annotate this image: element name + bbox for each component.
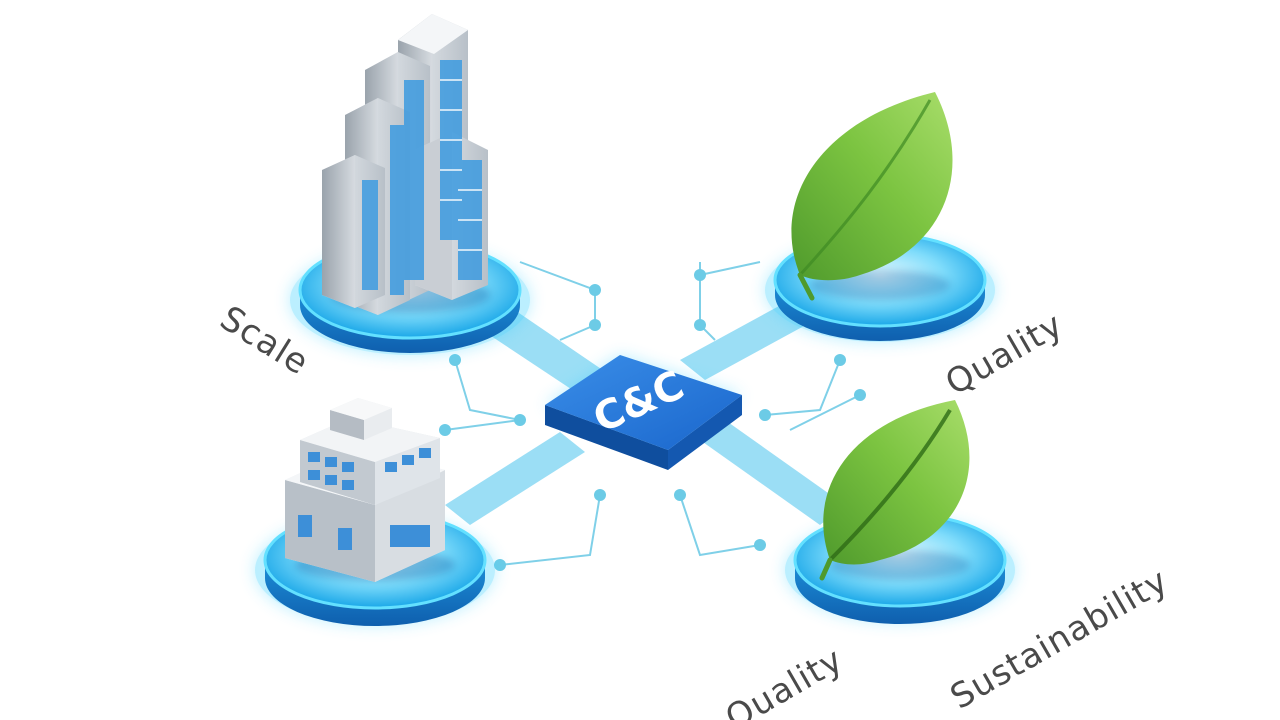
skyscraper-icon <box>322 14 490 315</box>
beam-sustainability <box>700 420 845 525</box>
office-building-icon <box>285 398 455 582</box>
hub-chip: C&C <box>545 355 742 470</box>
label-quality-bottom: Quality <box>719 640 850 720</box>
circuit-lines <box>444 261 861 566</box>
circuit-nodes <box>439 269 866 571</box>
leaf-icon <box>819 400 970 581</box>
beam-quality-bottom <box>445 432 585 525</box>
leaf-icon <box>791 92 953 301</box>
beam-quality-top <box>680 300 815 380</box>
